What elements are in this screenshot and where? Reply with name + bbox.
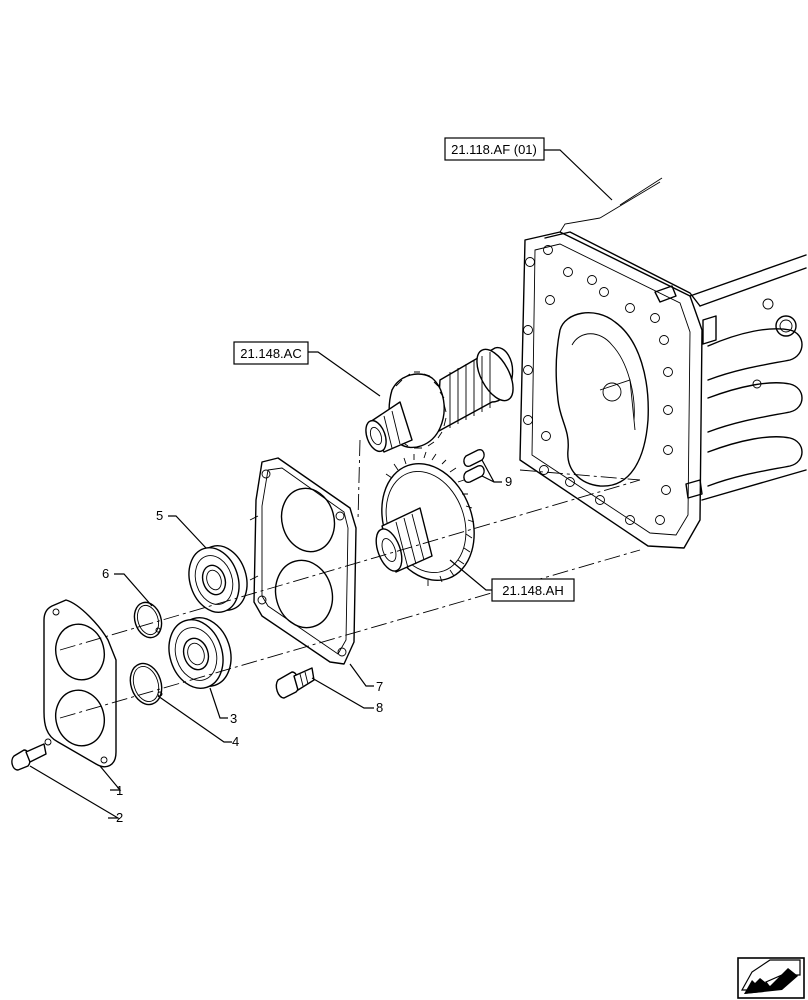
callout-6: 6 [102,566,109,581]
callout-1: 1 [116,783,123,798]
flange-bolt [275,667,315,699]
callout-4: 4 [232,734,239,749]
transmission-housing [519,177,807,549]
idler-gear [375,451,475,586]
callout-7: 7 [376,679,383,694]
reference-housing-text[interactable]: 21.118.AF (01) [451,142,537,157]
splined-shaft [365,346,514,453]
reference-gear[interactable]: 21.148.AH [491,578,575,602]
snap-ring-6 [133,601,163,639]
leader-lines [29,149,613,819]
ball-bearing [188,545,248,613]
callout-2: 2 [116,810,123,825]
reference-shaft[interactable]: 21.148.AC [233,341,309,365]
bearing-flange [249,457,357,665]
gasket-screw [11,743,47,771]
reference-housing[interactable]: 21.118.AF (01) [444,137,545,161]
callout-3: 3 [230,711,237,726]
dowel-pins [463,448,485,484]
callout-numbers: 1 2 3 4 5 6 7 8 9 [102,474,512,825]
reference-gear-text[interactable]: 21.148.AH [502,583,563,598]
snap-ring-4 [129,662,163,706]
shaft-center-line [357,439,361,521]
next-page-arrow-icon[interactable] [737,957,805,999]
gasket-plate [43,599,117,768]
callout-9: 9 [505,474,512,489]
roller-bearing [168,617,232,689]
callout-8: 8 [376,700,383,715]
assembly-center-lines [59,469,641,719]
reference-shaft-text[interactable]: 21.148.AC [240,346,301,361]
callout-5: 5 [156,508,163,523]
